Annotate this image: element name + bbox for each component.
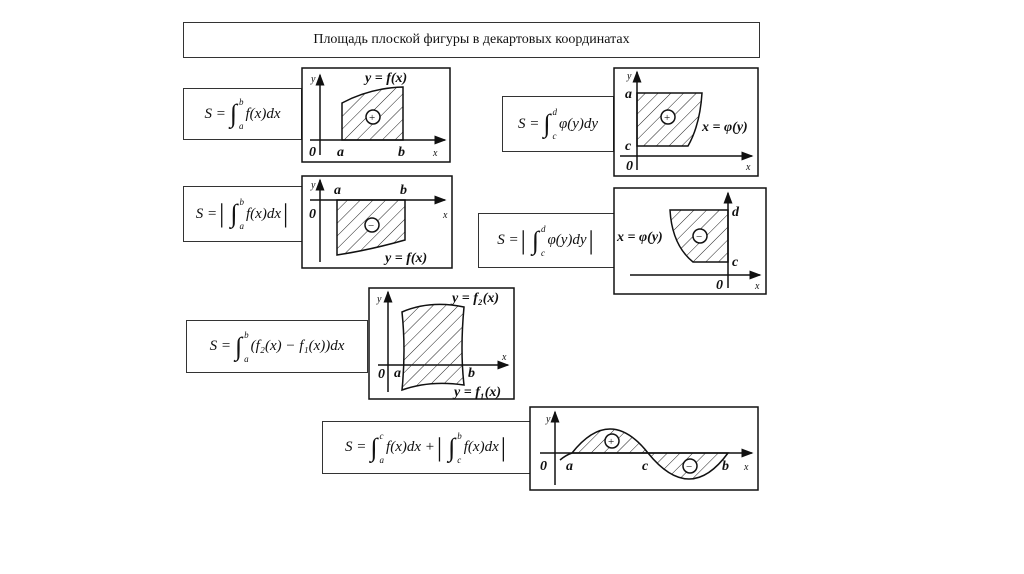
label: f(x)dx xyxy=(246,205,281,222)
label: x = φ(y) xyxy=(701,120,748,135)
label: b xyxy=(722,459,729,474)
label: x xyxy=(754,281,760,292)
label: S = xyxy=(204,105,226,122)
label: c xyxy=(732,255,739,270)
label: 0 xyxy=(716,278,723,293)
graph-negative-area xyxy=(301,175,453,269)
axis-label-y: y xyxy=(310,74,316,85)
label: a xyxy=(244,353,249,364)
label: y xyxy=(310,180,316,191)
label: S = xyxy=(195,205,218,222)
label: y xyxy=(626,71,632,82)
label: c xyxy=(457,454,462,465)
label: a xyxy=(566,459,573,474)
label: b xyxy=(400,183,407,198)
label: b xyxy=(239,97,244,107)
label: a xyxy=(239,121,244,131)
axis-label-x: x xyxy=(432,148,438,159)
label: c xyxy=(642,459,649,474)
label: d xyxy=(552,107,557,117)
label: y = f(x) xyxy=(383,251,427,266)
label: c xyxy=(625,139,632,154)
label: + xyxy=(664,112,670,124)
label: a xyxy=(337,145,344,160)
label: (f₂(x) − f₁(x))dx xyxy=(250,338,345,354)
label: b xyxy=(468,366,475,381)
label: x xyxy=(745,162,751,173)
label: x = φ(y) xyxy=(616,230,663,245)
label: c xyxy=(379,430,384,441)
graph-negative-y-area xyxy=(613,187,767,295)
label: 0 xyxy=(309,145,316,160)
label: b xyxy=(244,329,249,340)
plus-sign: + xyxy=(369,112,375,124)
label: f(x)dx + xyxy=(386,439,435,455)
label: a xyxy=(239,221,245,231)
label: x xyxy=(501,352,507,363)
label: 0 xyxy=(309,207,316,222)
label: S = xyxy=(209,338,231,354)
label: b xyxy=(239,197,245,207)
label: φ(y)dy xyxy=(558,115,599,132)
graph-sign-changing xyxy=(529,406,759,491)
label: a xyxy=(334,183,341,198)
label: b xyxy=(457,430,462,441)
label: y = f₁(x) xyxy=(452,385,501,400)
graph-y-area xyxy=(613,67,759,177)
label: f(x)dx xyxy=(245,105,281,122)
label: 0 xyxy=(540,459,547,474)
label: − xyxy=(686,461,692,473)
label: d xyxy=(540,223,546,234)
label: c xyxy=(540,247,545,258)
label: d xyxy=(732,205,740,220)
label: y = f₂(x) xyxy=(450,291,499,306)
graph-between-curves xyxy=(368,287,515,400)
label: x xyxy=(743,462,749,473)
label: − xyxy=(368,220,374,232)
label: S = xyxy=(497,232,519,248)
label: a xyxy=(625,87,632,102)
label: − xyxy=(696,231,702,243)
label: y xyxy=(376,294,382,305)
label: 0 xyxy=(378,367,385,382)
label: + xyxy=(608,436,614,448)
label: b xyxy=(398,145,405,160)
label: a xyxy=(394,366,401,381)
label: f(x)dx xyxy=(463,439,499,455)
label: φ(y)dy xyxy=(547,232,587,248)
page-title: Площадь плоской фигуры в декартовых коор… xyxy=(183,22,760,58)
label: S = xyxy=(517,115,540,132)
label: 0 xyxy=(626,159,633,174)
label: c xyxy=(552,131,557,141)
label: y xyxy=(545,414,551,425)
graph-positive-area xyxy=(301,67,451,163)
label: S = xyxy=(345,439,367,455)
curve-label: y = f(x) xyxy=(363,71,407,86)
label: a xyxy=(379,454,385,465)
label: x xyxy=(442,210,448,221)
